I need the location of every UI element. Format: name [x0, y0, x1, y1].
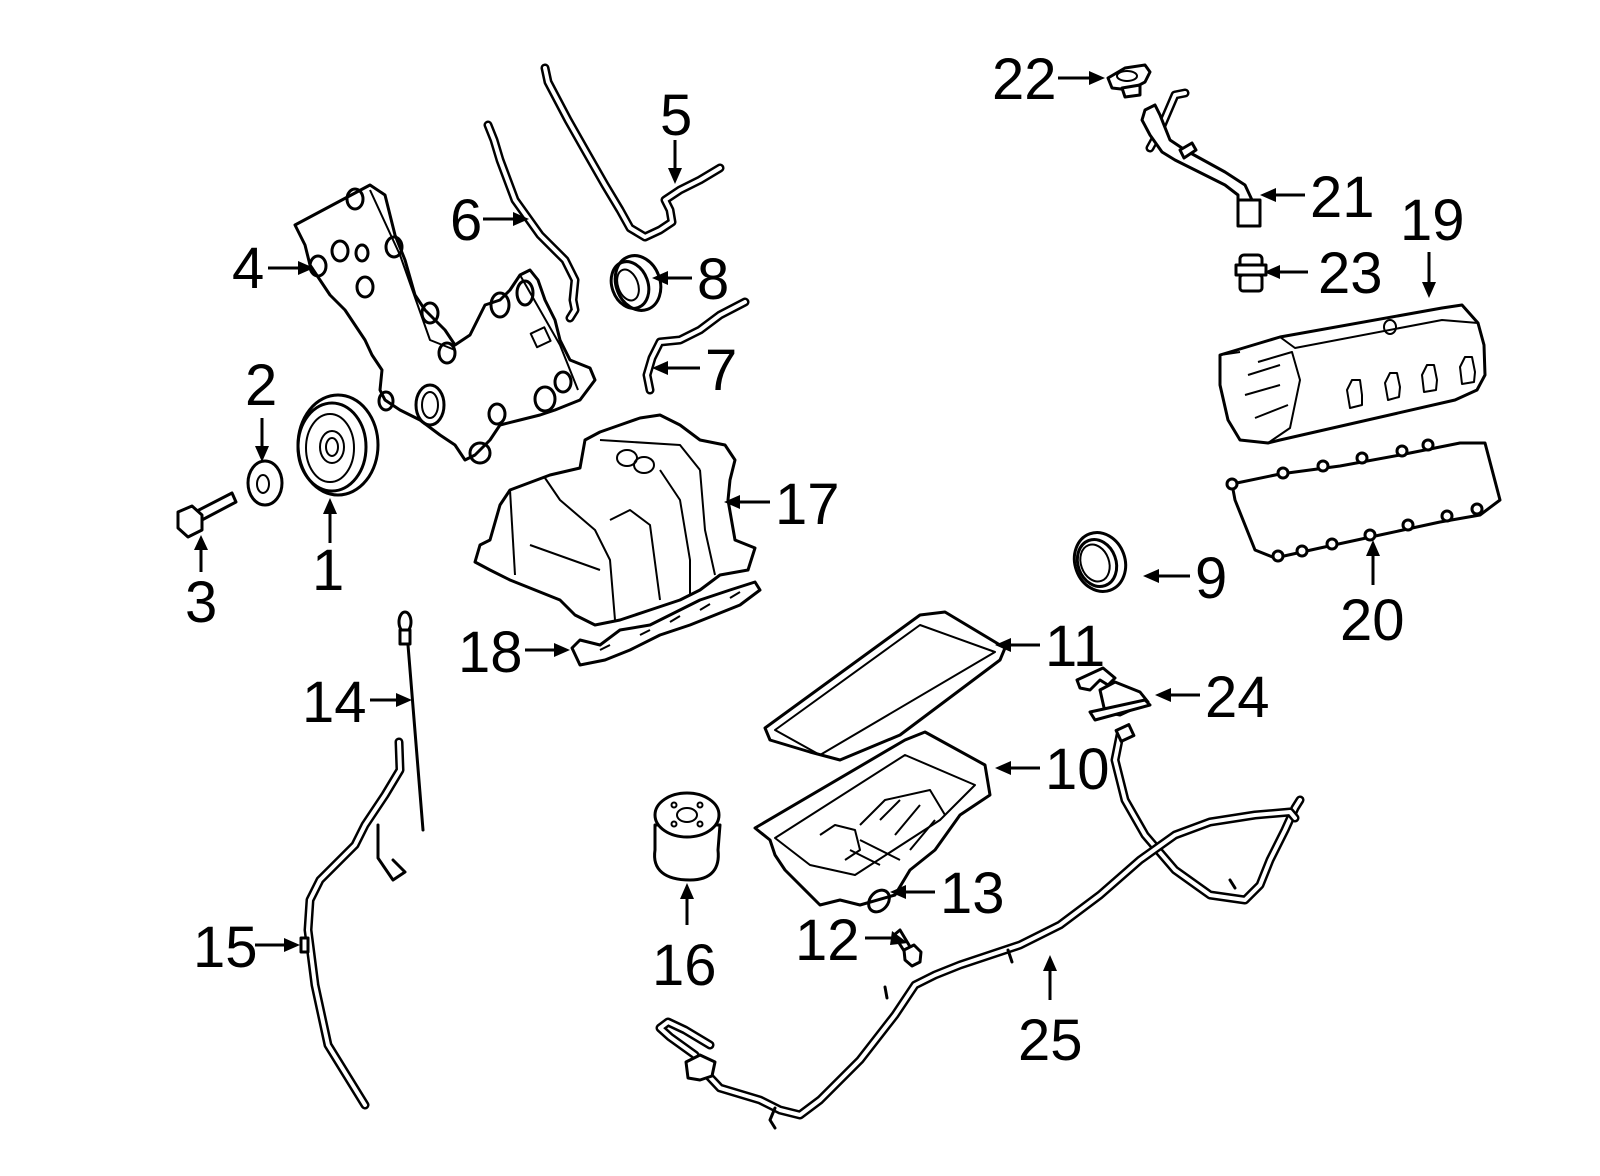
- wiring-harness-drawing[interactable]: [655, 723, 1305, 1130]
- timing-cover-gasket-left-drawing[interactable]: [483, 120, 580, 323]
- callout-label-21: 21: [1310, 165, 1375, 230]
- callout-label-8: 8: [697, 247, 729, 312]
- callout-1[interactable]: 1: [312, 498, 344, 603]
- callout-label-19: 19: [1400, 188, 1465, 253]
- callout-8[interactable]: 8: [652, 247, 729, 312]
- callout-label-5: 5: [660, 83, 692, 148]
- callout-7[interactable]: 7: [652, 338, 737, 403]
- oil-pan-gasket-drawing[interactable]: [763, 610, 1007, 762]
- callout-label-22: 22: [992, 47, 1057, 112]
- callout-label-15: 15: [193, 915, 258, 980]
- dipstick-tube-drawing[interactable]: [299, 737, 407, 1110]
- callout-21[interactable]: 21: [1260, 165, 1375, 230]
- callout-3[interactable]: 3: [185, 535, 217, 635]
- callout-label-6: 6: [450, 188, 482, 253]
- callout-10[interactable]: 10: [995, 737, 1110, 802]
- crankshaft-pulley-drawing[interactable]: [296, 393, 380, 497]
- drain-plug-drawing[interactable]: [892, 928, 923, 968]
- oil-pan-drawing[interactable]: [753, 730, 992, 907]
- callout-label-7: 7: [705, 338, 737, 403]
- oil-filler-cap-drawing[interactable]: [1106, 63, 1152, 99]
- timing-cover-gasket-lower-drawing[interactable]: [642, 297, 750, 395]
- callout-label-24: 24: [1205, 665, 1270, 730]
- callout-label-25: 25: [1018, 1008, 1083, 1073]
- pcv-valve-drawing[interactable]: [1234, 253, 1268, 293]
- callout-label-17: 17: [775, 472, 840, 537]
- front-crank-seal-drawing[interactable]: [605, 249, 668, 317]
- callout-16[interactable]: 16: [652, 883, 717, 998]
- rear-main-seal-drawing[interactable]: [1066, 525, 1134, 598]
- callout-19[interactable]: 19: [1400, 188, 1465, 298]
- callout-label-11: 11: [1045, 614, 1105, 679]
- callout-label-1: 1: [312, 538, 344, 603]
- callout-11[interactable]: 11: [995, 614, 1105, 679]
- callout-label-9: 9: [1195, 546, 1227, 611]
- callout-6[interactable]: 6: [450, 188, 529, 253]
- valve-cover-gasket-drawing[interactable]: [1225, 438, 1502, 563]
- valve-cover-drawing[interactable]: [1218, 303, 1487, 445]
- callout-17[interactable]: 17: [724, 472, 840, 537]
- callout-24[interactable]: 24: [1155, 665, 1270, 730]
- pulley-bolt-drawing[interactable]: [176, 491, 238, 539]
- callout-label-2: 2: [245, 353, 277, 418]
- timing-cover-gasket-right-drawing[interactable]: [540, 63, 725, 242]
- callout-18[interactable]: 18: [458, 620, 570, 685]
- intake-manifold-gasket-drawing[interactable]: [570, 580, 762, 667]
- callout-label-18: 18: [458, 620, 523, 685]
- timing-cover-drawing[interactable]: [293, 183, 597, 465]
- callout-9[interactable]: 9: [1143, 546, 1227, 611]
- callout-label-4: 4: [232, 236, 264, 301]
- callout-5[interactable]: 5: [660, 83, 692, 184]
- callout-25[interactable]: 25: [1018, 955, 1083, 1073]
- oil-pressure-sensor-drawing[interactable]: [1075, 666, 1152, 722]
- intake-manifold-drawing[interactable]: [473, 413, 757, 627]
- washer-drawing[interactable]: [246, 459, 284, 507]
- callout-20[interactable]: 20: [1340, 540, 1405, 653]
- callout-label-3: 3: [185, 570, 217, 635]
- drain-plug-gasket-drawing[interactable]: [864, 886, 893, 916]
- callout-14[interactable]: 14: [302, 670, 412, 735]
- callout-label-12: 12: [795, 908, 860, 973]
- oil-filter-drawing[interactable]: [653, 791, 722, 882]
- callout-22[interactable]: 22: [992, 47, 1105, 112]
- oil-filler-tube-drawing[interactable]: [1140, 88, 1262, 228]
- callout-label-23: 23: [1318, 241, 1383, 306]
- callout-23[interactable]: 23: [1264, 241, 1383, 306]
- callout-13[interactable]: 13: [890, 861, 1005, 926]
- callout-15[interactable]: 15: [193, 915, 300, 980]
- callout-4[interactable]: 4: [232, 236, 314, 301]
- callout-12[interactable]: 12: [795, 908, 908, 973]
- callout-label-16: 16: [652, 933, 717, 998]
- callout-label-13: 13: [940, 861, 1005, 926]
- callout-2[interactable]: 2: [245, 353, 277, 462]
- callout-label-10: 10: [1045, 737, 1110, 802]
- callout-label-14: 14: [302, 670, 367, 735]
- callout-label-20: 20: [1340, 588, 1405, 653]
- dipstick-drawing[interactable]: [397, 610, 425, 832]
